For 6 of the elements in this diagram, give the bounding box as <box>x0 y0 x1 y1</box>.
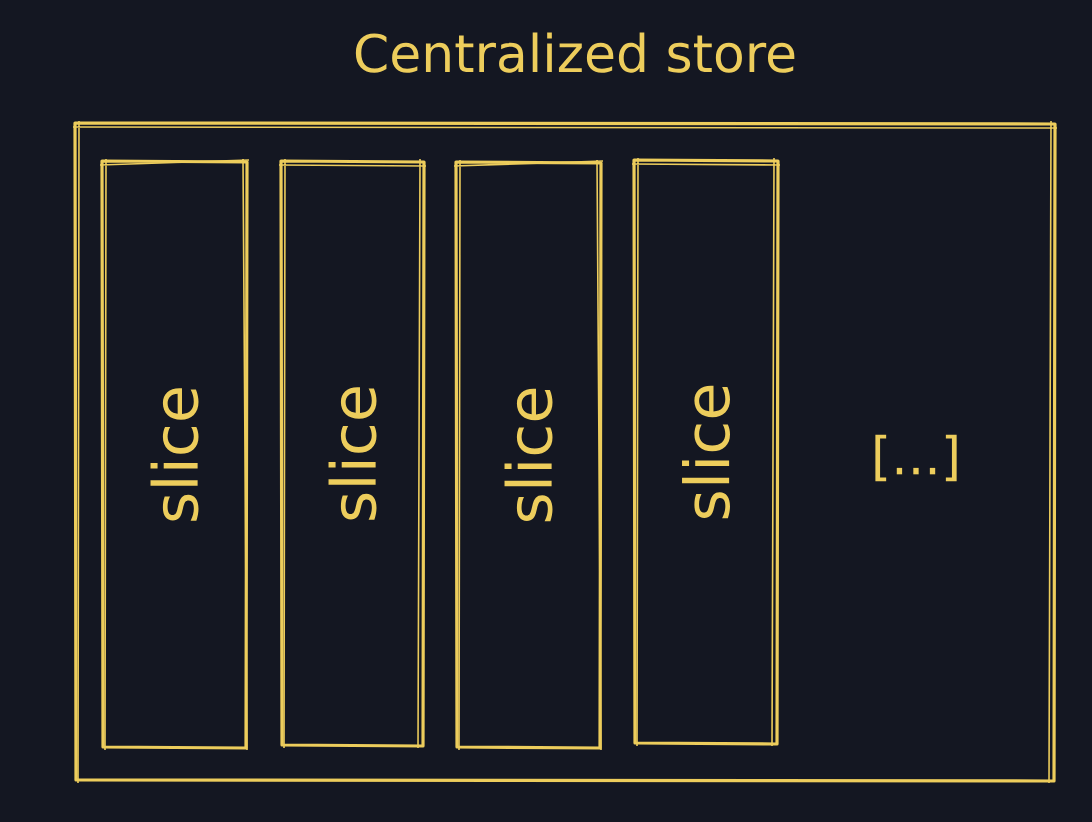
heading: Centralized store <box>355 32 795 73</box>
slice-label: slice <box>504 388 553 522</box>
slice-label: slice <box>150 388 199 521</box>
slice-label: slice <box>328 387 377 520</box>
slice-label: slice <box>682 385 730 519</box>
ellipsis-label: [...] <box>875 434 957 482</box>
